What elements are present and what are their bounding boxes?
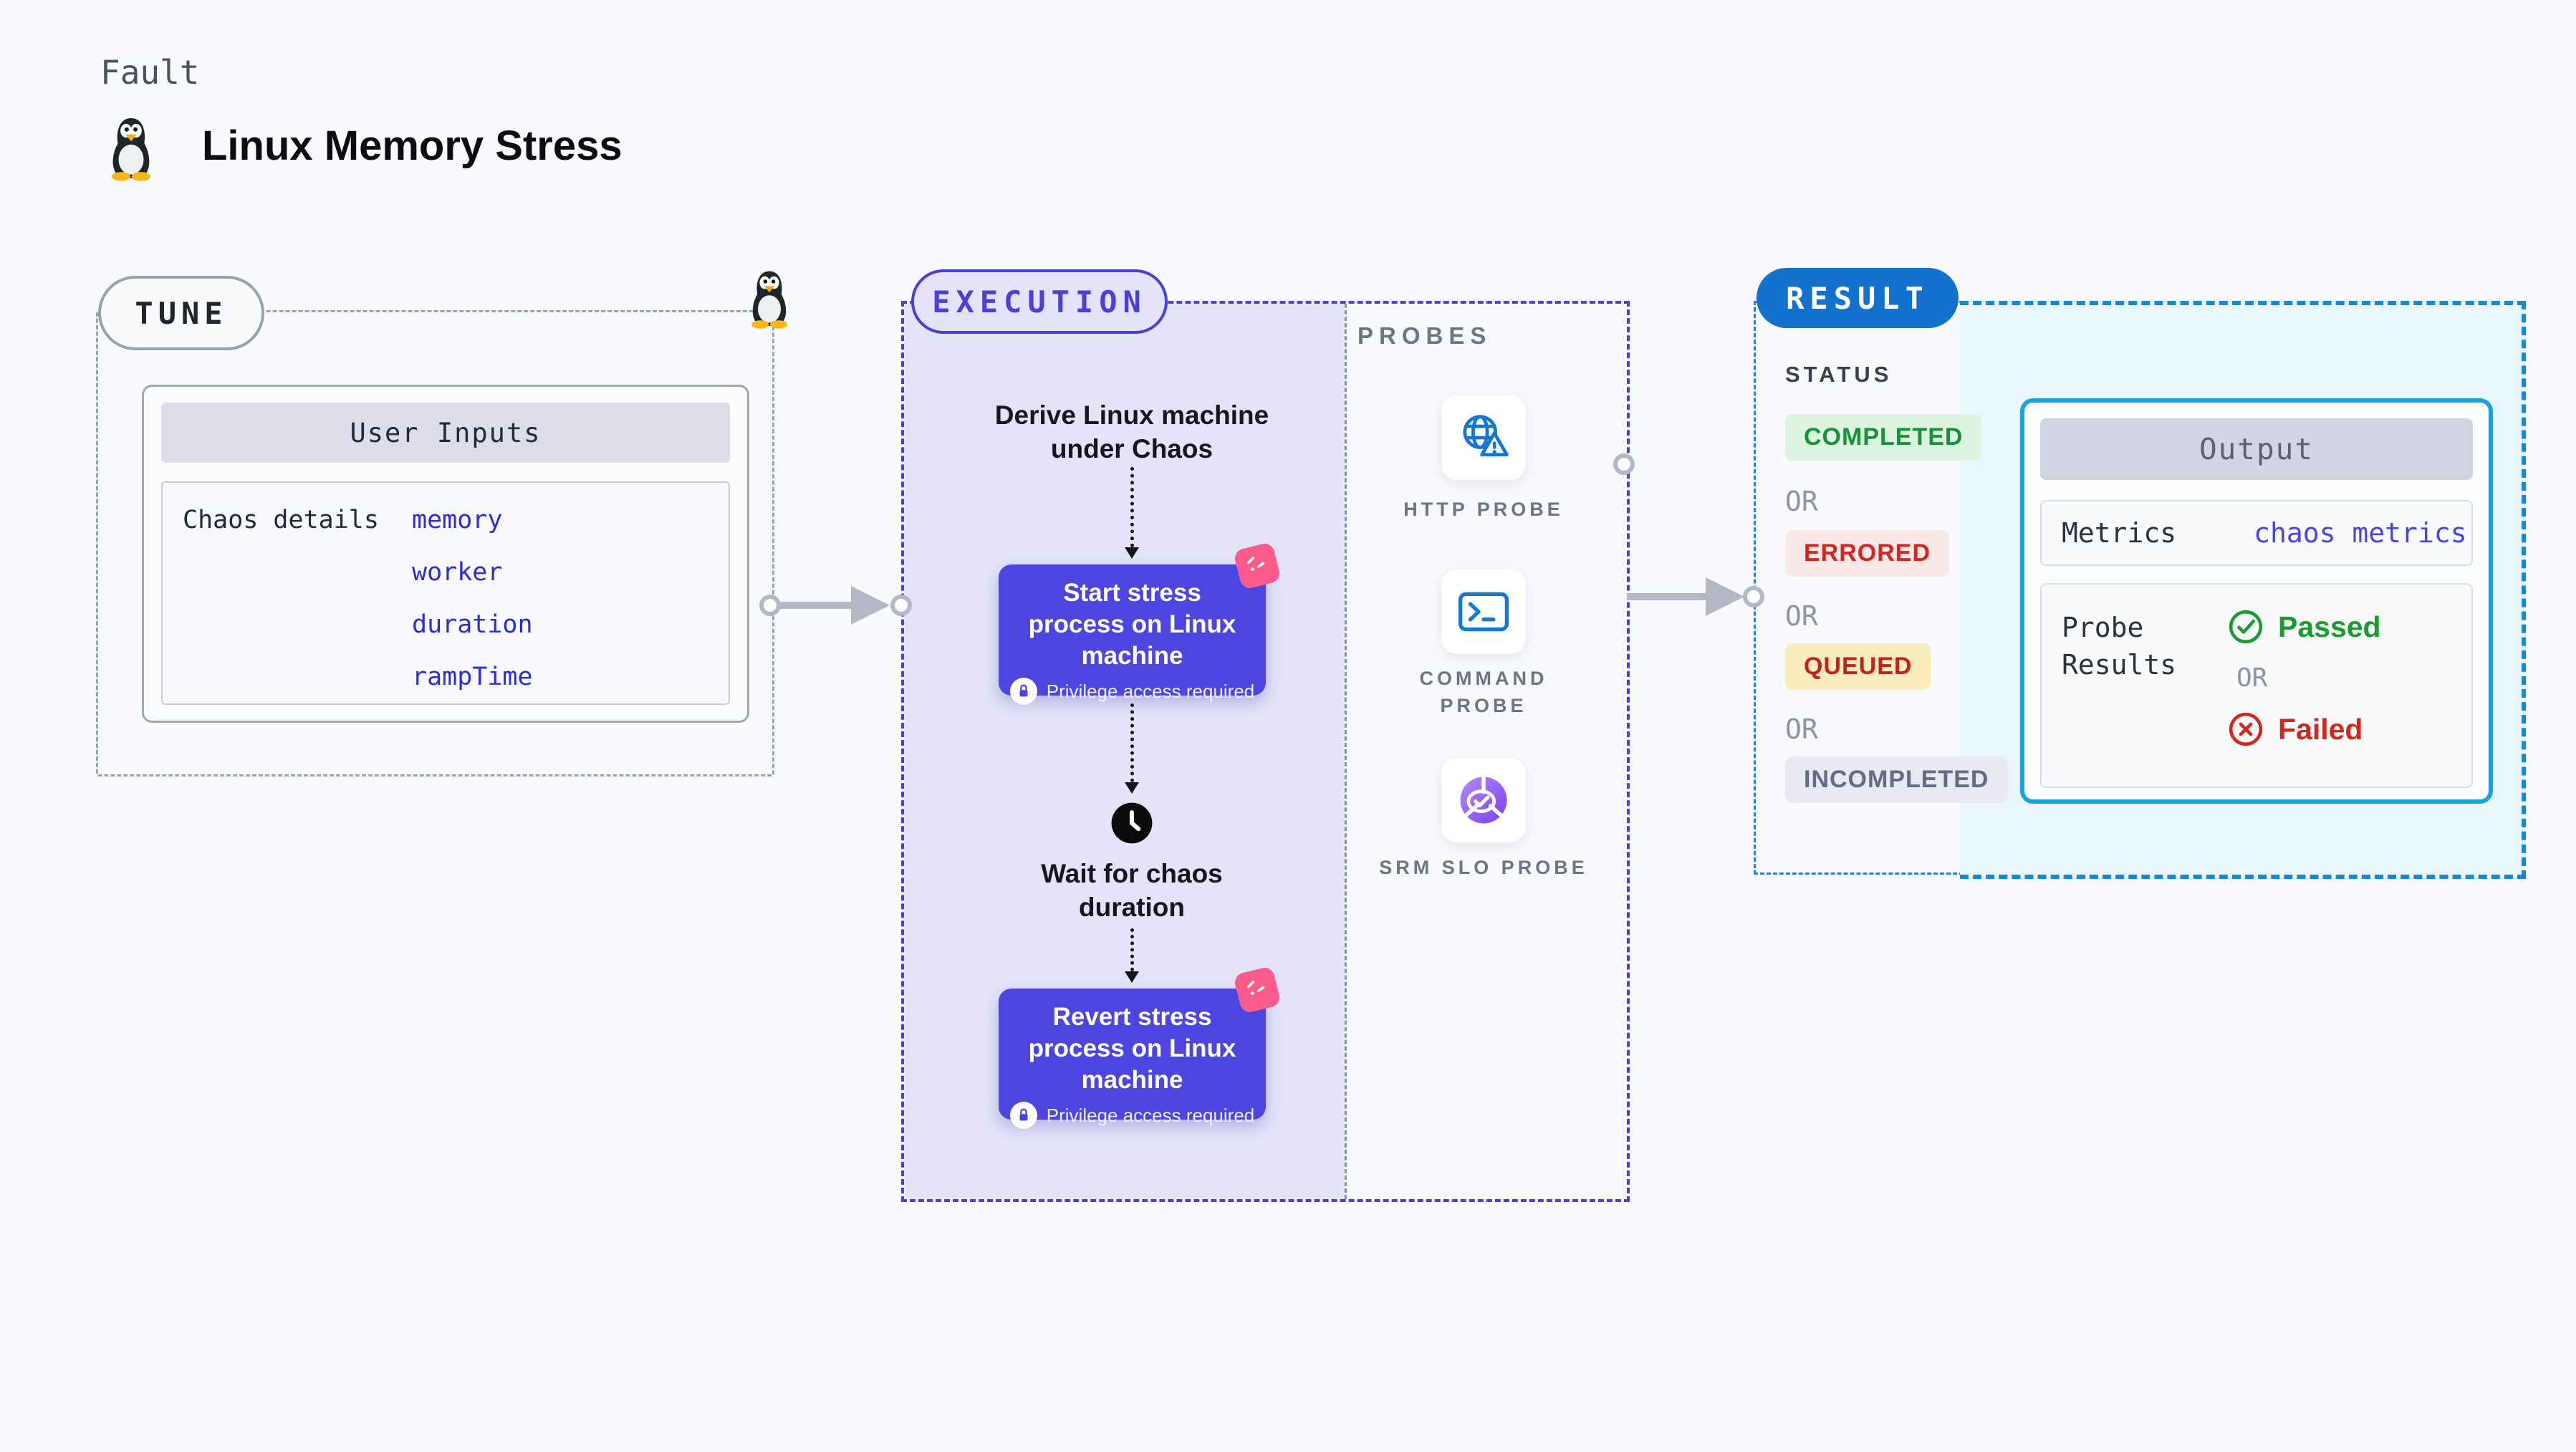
check-circle-icon xyxy=(2229,610,2263,644)
input-worker: worker xyxy=(412,558,503,587)
chaos-input-list: memory worker duration rampTime xyxy=(412,506,533,691)
http-probe-card xyxy=(1441,395,1526,480)
wait-step-label: Wait for chaos duration xyxy=(1041,859,1223,922)
tune-badge: TUNE xyxy=(98,276,264,350)
status-title: STATUS xyxy=(1785,362,1893,387)
flow-dotted-connector xyxy=(1130,467,1134,547)
input-memory: memory xyxy=(412,506,503,534)
privilege-note: Privilege access required xyxy=(1046,680,1255,702)
lock-icon xyxy=(1009,1102,1037,1129)
probe-results-row: Probe Results Passed OR Failed xyxy=(2040,583,2473,788)
lock-icon xyxy=(1009,678,1037,705)
metrics-row: Metrics chaos metrics xyxy=(2040,500,2473,566)
command-probe-label: COMMAND PROBE xyxy=(1419,668,1548,716)
linux-tux-icon xyxy=(111,118,151,181)
metrics-value: chaos metrics xyxy=(2254,517,2467,549)
execution-badge: EXECUTION xyxy=(911,269,1168,334)
chaos-experiment-icon xyxy=(1233,966,1282,1014)
flow-dotted-arrowhead xyxy=(1125,971,1139,983)
or-separator: OR xyxy=(1785,600,1818,632)
user-inputs-card: User Inputs Chaos details memory worker … xyxy=(142,385,749,723)
command-probe-card xyxy=(1441,569,1526,654)
input-duration: duration xyxy=(412,610,533,639)
http-probe-label: HTTP PROBE xyxy=(1403,499,1564,520)
revert-stress-label: Revert stress process on Linux machine xyxy=(1028,1003,1236,1094)
chaos-experiment-icon xyxy=(1233,542,1282,590)
srm-slo-probe-card xyxy=(1441,758,1526,842)
or-separator: OR xyxy=(2236,663,2268,693)
execution-to-result-arrowhead xyxy=(1706,577,1744,616)
probes-title: PROBES xyxy=(1357,322,1492,349)
execution-to-result-arrow xyxy=(1627,593,1707,600)
result-badge: RESULT xyxy=(1756,268,1959,328)
user-inputs-header: User Inputs xyxy=(161,403,730,463)
tune-section xyxy=(96,310,774,777)
terminal-icon xyxy=(1458,592,1509,632)
srm-slo-probe-label: SRM SLO PROBE xyxy=(1379,857,1588,878)
passed-label: Passed xyxy=(2278,610,2381,643)
execution-out-port xyxy=(1613,453,1635,475)
revert-stress-node: Revert stress process on Linux machine P… xyxy=(999,966,1282,1129)
slo-pie-check-icon xyxy=(1460,774,1507,824)
metrics-label: Metrics xyxy=(2062,517,2177,549)
tune-out-port xyxy=(759,595,781,616)
result-in-port xyxy=(1743,586,1764,607)
tune-to-execution-arrowhead xyxy=(851,586,890,625)
flow-dotted-arrowhead xyxy=(1125,782,1139,794)
flow-dotted-connector xyxy=(1130,703,1134,782)
page-title: Linux Memory Stress xyxy=(202,122,623,169)
globe-warning-icon xyxy=(1463,415,1509,457)
flow-dotted-connector xyxy=(1130,928,1134,971)
fault-eyebrow: Fault xyxy=(100,53,200,92)
derive-step-label: Derive Linux machine under Chaos xyxy=(994,400,1269,463)
status-errored-badge: ERRORED xyxy=(1785,530,1950,577)
output-header: Output xyxy=(2040,418,2473,480)
output-card: Output Metrics chaos metrics Probe Resul… xyxy=(2020,398,2493,804)
linux-tux-corner-icon xyxy=(751,271,787,329)
start-stress-label: Start stress process on Linux machine xyxy=(1028,579,1236,670)
execution-in-port xyxy=(890,595,912,616)
status-incompleted-badge: INCOMPLETED xyxy=(1785,756,2008,803)
start-stress-node: Start stress process on Linux machine Pr… xyxy=(999,542,1282,705)
x-circle-icon xyxy=(2229,712,2263,746)
chaos-details-table: Chaos details memory worker duration ram… xyxy=(161,481,730,705)
or-separator: OR xyxy=(1785,713,1818,745)
status-completed-badge: COMPLETED xyxy=(1785,414,1982,461)
flow-dotted-arrowhead xyxy=(1125,547,1139,559)
input-ramptime: rampTime xyxy=(412,663,533,691)
privilege-note: Privilege access required xyxy=(1046,1104,1255,1126)
status-queued-badge: QUEUED xyxy=(1785,643,1931,690)
tune-to-execution-arrow xyxy=(774,602,852,609)
probe-results-label: Probe Results xyxy=(2062,612,2177,681)
failed-label: Failed xyxy=(2278,712,2363,746)
clock-icon xyxy=(1110,801,1154,845)
chaos-details-label: Chaos details xyxy=(183,506,379,534)
or-separator: OR xyxy=(1785,486,1818,517)
